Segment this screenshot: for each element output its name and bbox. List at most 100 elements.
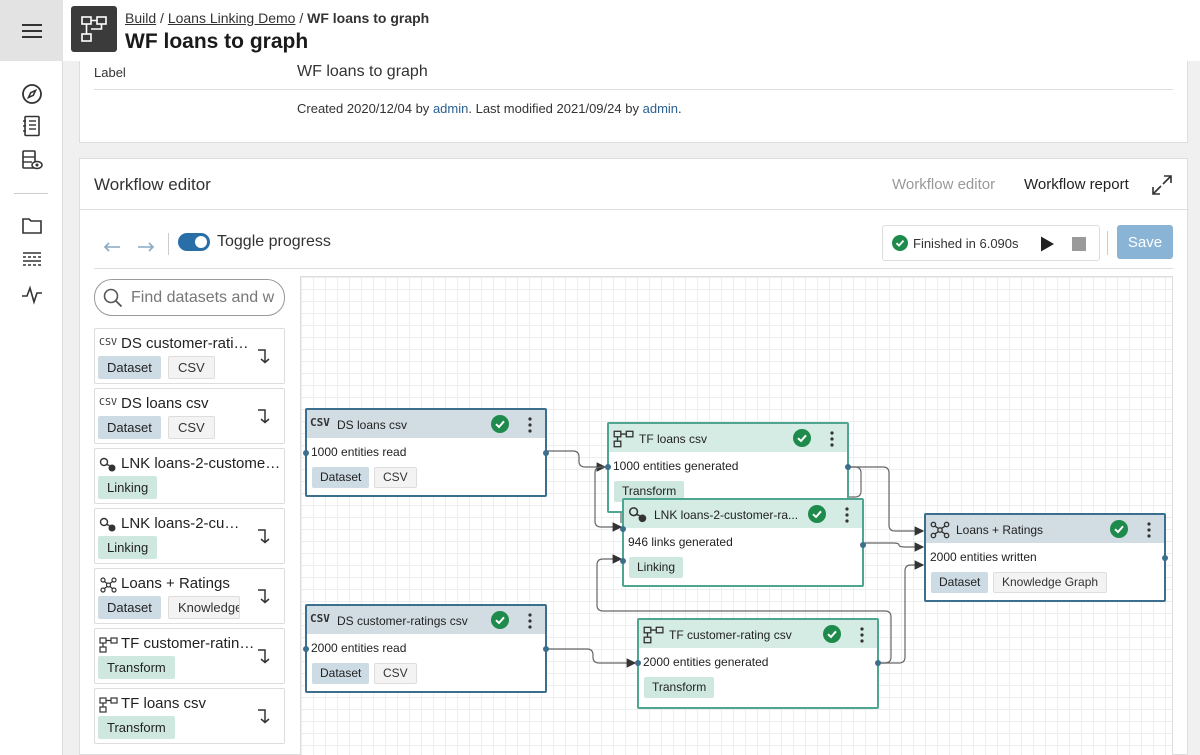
workflow-card-title: Workflow editor [94, 175, 211, 194]
edge-tf-cr-to-kg [879, 560, 925, 664]
more-vert-icon[interactable] [857, 626, 867, 644]
list-item[interactable]: Loans + Ratings Dataset Knowledge Graph [94, 568, 285, 624]
toolbar-divider [1107, 231, 1108, 255]
more-vert-icon[interactable] [525, 612, 535, 630]
created-by-word: by [415, 101, 430, 116]
stop-icon[interactable] [1072, 237, 1086, 251]
node-title: DS customer-ratings csv [337, 614, 468, 628]
modified-by-word: by [625, 101, 639, 116]
list-item-title: Loans + Ratings [121, 575, 230, 592]
explore-nav-button[interactable] [20, 82, 44, 106]
knowledge-graph-icon [930, 521, 950, 539]
transform-icon [613, 430, 634, 448]
list-item[interactable]: LNK loans-2-customer-ratings Linking [94, 508, 285, 564]
tag-csv: CSV [168, 416, 215, 439]
input-port[interactable] [303, 646, 309, 652]
edge-ds-loans-to-lnk [594, 466, 623, 532]
linking-icon [628, 507, 647, 523]
output-port[interactable] [1162, 555, 1168, 561]
breadcrumb-build[interactable]: Build [125, 10, 157, 26]
add-to-canvas-icon[interactable] [255, 707, 271, 725]
breadcrumb-project[interactable]: Loans Linking Demo [167, 10, 296, 26]
tag-dataset: Dataset [312, 663, 370, 684]
created-prefix: Created [297, 101, 344, 116]
save-button[interactable]: Save [1117, 225, 1173, 259]
input-port[interactable] [620, 526, 626, 532]
more-vert-icon[interactable] [1144, 521, 1154, 539]
list-settings-icon [23, 252, 41, 266]
tag-knowledge-graph: Knowledge Graph [168, 596, 240, 619]
list-item[interactable]: CSV DS customer-ratings csv Dataset CSV [94, 328, 285, 384]
node-status: 2000 entities generated [643, 655, 769, 669]
add-to-canvas-icon[interactable] [255, 347, 271, 365]
node-status: 2000 entities written [930, 550, 1037, 564]
created-by-link[interactable]: admin [432, 101, 469, 116]
node-loans-ratings[interactable]: Loans + Ratings 2000 entities written Da… [924, 513, 1168, 602]
input-port[interactable] [303, 450, 309, 456]
data-view-nav-button[interactable] [20, 148, 44, 172]
more-vert-icon[interactable] [842, 506, 852, 524]
list-item[interactable]: TF loans csv Transform [94, 688, 285, 744]
dataset-search-input[interactable]: Find datasets and w [94, 279, 285, 316]
add-to-canvas-icon[interactable] [255, 527, 271, 545]
projects-nav-button[interactable] [20, 214, 44, 238]
expand-icon[interactable] [1150, 173, 1174, 197]
transform-icon [99, 697, 118, 713]
edge-tf-loans-to-kg [849, 466, 925, 536]
menu-button[interactable] [0, 0, 63, 61]
input-port[interactable] [635, 660, 641, 666]
list-item[interactable]: TF customer-rating csv Transform [94, 628, 285, 684]
add-to-canvas-icon[interactable] [255, 587, 271, 605]
output-port[interactable] [543, 450, 549, 456]
node-title: TF loans csv [639, 432, 708, 446]
output-port[interactable] [845, 464, 851, 470]
tag-csv: CSV [168, 356, 215, 379]
vocabulary-nav-button[interactable] [20, 247, 44, 271]
input-port[interactable] [620, 558, 626, 564]
page-header: Build / Loans Linking Demo / WF loans to… [63, 0, 1200, 61]
list-item-title: TF customer-rating csv [121, 635, 256, 652]
nav-rail [0, 0, 63, 755]
node-ds-loans-csv[interactable]: CSV DS loans csv 1000 entities read Data… [303, 408, 549, 497]
linking-icon [99, 457, 116, 472]
list-item[interactable]: LNK loans-2-customer-ratings Linking [94, 448, 285, 504]
toggle-progress-label: Toggle progress [217, 233, 331, 250]
modified-by-link[interactable]: admin [642, 101, 679, 116]
node-title: TF customer-rating csv [669, 628, 792, 642]
tab-workflow-editor[interactable]: Workflow editor [892, 176, 996, 193]
redo-icon[interactable] [134, 233, 158, 257]
success-check-icon [793, 429, 811, 447]
tag-linking: Linking [629, 557, 684, 578]
notes-nav-button[interactable] [20, 114, 44, 138]
activity-nav-button[interactable] [20, 283, 44, 307]
list-item-title: DS loans csv [121, 395, 209, 412]
input-port[interactable] [605, 464, 611, 470]
node-title: Loans + Ratings [956, 523, 1044, 537]
progress-toggle[interactable] [178, 233, 210, 251]
add-to-canvas-icon[interactable] [255, 647, 271, 665]
database-eye-icon [22, 150, 43, 170]
add-to-canvas-icon[interactable] [255, 407, 271, 425]
output-port[interactable] [875, 660, 881, 666]
node-ds-customer-ratings-csv[interactable]: CSV DS customer-ratings csv 2000 entitie… [303, 604, 549, 693]
node-lnk-loans-2-customer-ratings[interactable]: LNK loans-2-customer-ra... 946 links gen… [620, 498, 866, 587]
list-item[interactable]: CSV DS loans csv Dataset CSV [94, 388, 285, 444]
hamburger-icon [21, 23, 42, 38]
node-title: DS loans csv [337, 418, 408, 432]
output-port[interactable] [860, 542, 866, 548]
workflow-canvas[interactable]: CSV DS loans csv 1000 entities read Data… [300, 276, 1173, 755]
node-status: 1000 entities read [311, 445, 407, 459]
undo-icon[interactable] [100, 233, 124, 257]
editor-toolbar: Toggle progress Finished in 6.090s Save [94, 225, 1173, 269]
more-vert-icon[interactable] [827, 430, 837, 448]
tab-workflow-report[interactable]: Workflow report [1024, 176, 1129, 193]
node-tf-customer-rating-csv[interactable]: TF customer-rating csv 2000 entities gen… [635, 618, 881, 709]
output-port[interactable] [543, 646, 549, 652]
node-title: LNK loans-2-customer-ra... [654, 508, 799, 522]
more-vert-icon[interactable] [525, 416, 535, 434]
play-icon[interactable] [1038, 235, 1056, 253]
linking-icon [99, 517, 116, 532]
edge-tf-cr-to-lnk [596, 554, 892, 664]
node-status: 1000 entities generated [613, 459, 739, 473]
tag-transform: Transform [644, 677, 715, 698]
